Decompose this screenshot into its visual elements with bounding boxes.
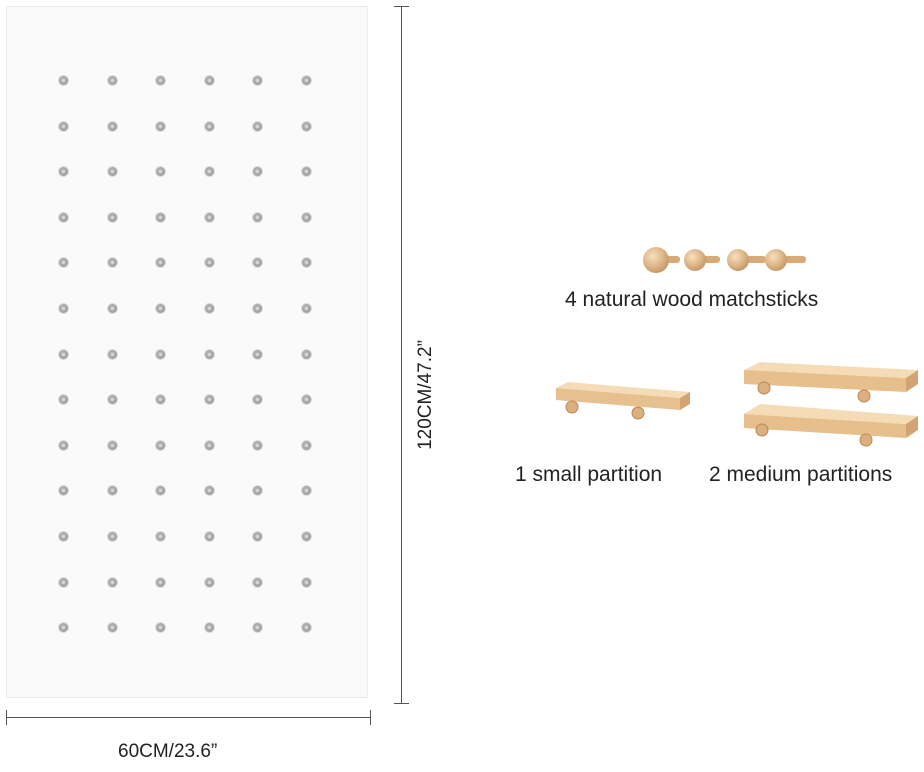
- pegboard-hole: [204, 212, 214, 222]
- pegboard-hole: [253, 258, 262, 268]
- pegboard-hole: [253, 395, 262, 405]
- pegboard-hole: [156, 258, 165, 268]
- height-dimension-label: 120CM/47.2”: [415, 340, 436, 450]
- pegboard-hole: [204, 304, 214, 313]
- matchstick-peg-2: [684, 249, 720, 271]
- pegboard-hole: [253, 304, 262, 313]
- pegboard-hole: [59, 258, 68, 268]
- height-dimension-line: [401, 6, 402, 704]
- pegboard-hole: [156, 623, 165, 633]
- matchstick-peg-1: [643, 247, 680, 273]
- pegboard-hole: [156, 349, 165, 359]
- pegboard-hole: [59, 304, 68, 313]
- pegboard-hole: [204, 349, 214, 359]
- pegboard-hole: [253, 76, 262, 85]
- pegboard-hole: [107, 486, 117, 496]
- small-partition-illustration: [556, 382, 690, 420]
- pegboard-hole: [301, 440, 311, 450]
- small-partition-label: 1 small partition: [515, 463, 663, 486]
- pegboard-hole: [59, 486, 68, 496]
- pegboard-hole: [253, 440, 262, 450]
- pegboard-hole: [301, 577, 311, 587]
- pegboard-hole: [107, 258, 117, 268]
- pegboard-hole: [253, 167, 262, 177]
- pegboard-hole: [301, 76, 311, 85]
- pegboard-hole: [204, 486, 214, 496]
- pegboard-hole: [204, 121, 214, 131]
- pegboard-hole: [107, 121, 117, 131]
- pegboard-hole: [253, 486, 262, 496]
- pegboard-hole: [156, 121, 165, 131]
- pegboard-hole: [301, 623, 311, 633]
- pegboard-hole: [107, 623, 117, 633]
- pegboard-hole: [253, 349, 262, 359]
- medium-partition-bottom: [744, 404, 918, 447]
- medium-partitions-label: 2 medium partitions: [709, 463, 893, 486]
- pegboard-hole: [156, 532, 165, 541]
- pegboard-hole: [253, 623, 262, 633]
- pegboard-hole: [107, 577, 117, 587]
- pegboard-hole: [156, 577, 165, 587]
- medium-partition-top: [744, 362, 918, 403]
- pegboard-hole: [156, 304, 165, 313]
- pegboard-hole: [59, 623, 68, 633]
- pegboard-hole: [107, 76, 117, 85]
- pegboard-hole: [59, 167, 68, 177]
- pegboard-hole: [59, 395, 68, 405]
- pegboard-hole: [204, 577, 214, 587]
- pegboard-hole: [204, 440, 214, 450]
- width-dimension-label: 60CM/23.6”: [118, 741, 218, 762]
- pegboard-hole: [156, 486, 165, 496]
- pegboard-hole: [156, 76, 165, 85]
- matchsticks-label: 4 natural wood matchsticks: [565, 288, 819, 311]
- pegboard-hole: [156, 212, 165, 222]
- pegboard-hole: [107, 440, 117, 450]
- pegboard-hole: [59, 577, 68, 587]
- width-dimension-left-tick: [6, 710, 7, 725]
- pegboard-hole: [204, 395, 214, 405]
- pegboard-hole: [301, 532, 311, 541]
- pegboard-hole: [253, 121, 262, 131]
- height-dimension-top-tick: [394, 6, 409, 7]
- pegboard-hole: [253, 577, 262, 587]
- pegboard-hole: [301, 349, 311, 359]
- pegboard-hole: [107, 304, 117, 313]
- pegboard-hole: [301, 304, 311, 313]
- pegboard-hole: [156, 440, 165, 450]
- wood-matchsticks-illustration: [643, 247, 806, 273]
- pegboard-hole: [59, 76, 68, 85]
- medium-partitions-illustration: [744, 362, 918, 447]
- pegboard-hole: [156, 395, 165, 405]
- pegboard-hole: [301, 167, 311, 177]
- pegboard-hole: [204, 623, 214, 633]
- pegboard-hole: [59, 212, 68, 222]
- pegboard-hole: [107, 349, 117, 359]
- pegboard-hole: [253, 212, 262, 222]
- pegboard-hole: [107, 532, 117, 541]
- pegboard-hole: [204, 532, 214, 541]
- pegboard-hole: [301, 121, 311, 131]
- pegboard-hole: [253, 532, 262, 541]
- pegboard-hole: [59, 121, 68, 131]
- pegboard-hole: [107, 167, 117, 177]
- pegboard-hole: [59, 440, 68, 450]
- width-dimension-line: [6, 717, 371, 718]
- height-dimension-bottom-tick: [394, 703, 409, 704]
- pegboard-hole: [156, 167, 165, 177]
- pegboard-hole: [204, 258, 214, 268]
- pegboard-hole: [301, 395, 311, 405]
- width-dimension-right-tick: [370, 710, 371, 725]
- pegboard-hole: [301, 212, 311, 222]
- matchstick-peg-4: [765, 249, 806, 271]
- pegboard-hole: [204, 167, 214, 177]
- pegboard-hole: [59, 349, 68, 359]
- pegboard-hole: [107, 395, 117, 405]
- pegboard-hole: [204, 76, 214, 85]
- pegboard-hole: [107, 212, 117, 222]
- pegboard-hole: [59, 532, 68, 541]
- pegboard-hole: [301, 486, 311, 496]
- matchstick-peg-3: [727, 249, 766, 271]
- pegboard-panel: [6, 6, 368, 698]
- pegboard-hole: [301, 258, 311, 268]
